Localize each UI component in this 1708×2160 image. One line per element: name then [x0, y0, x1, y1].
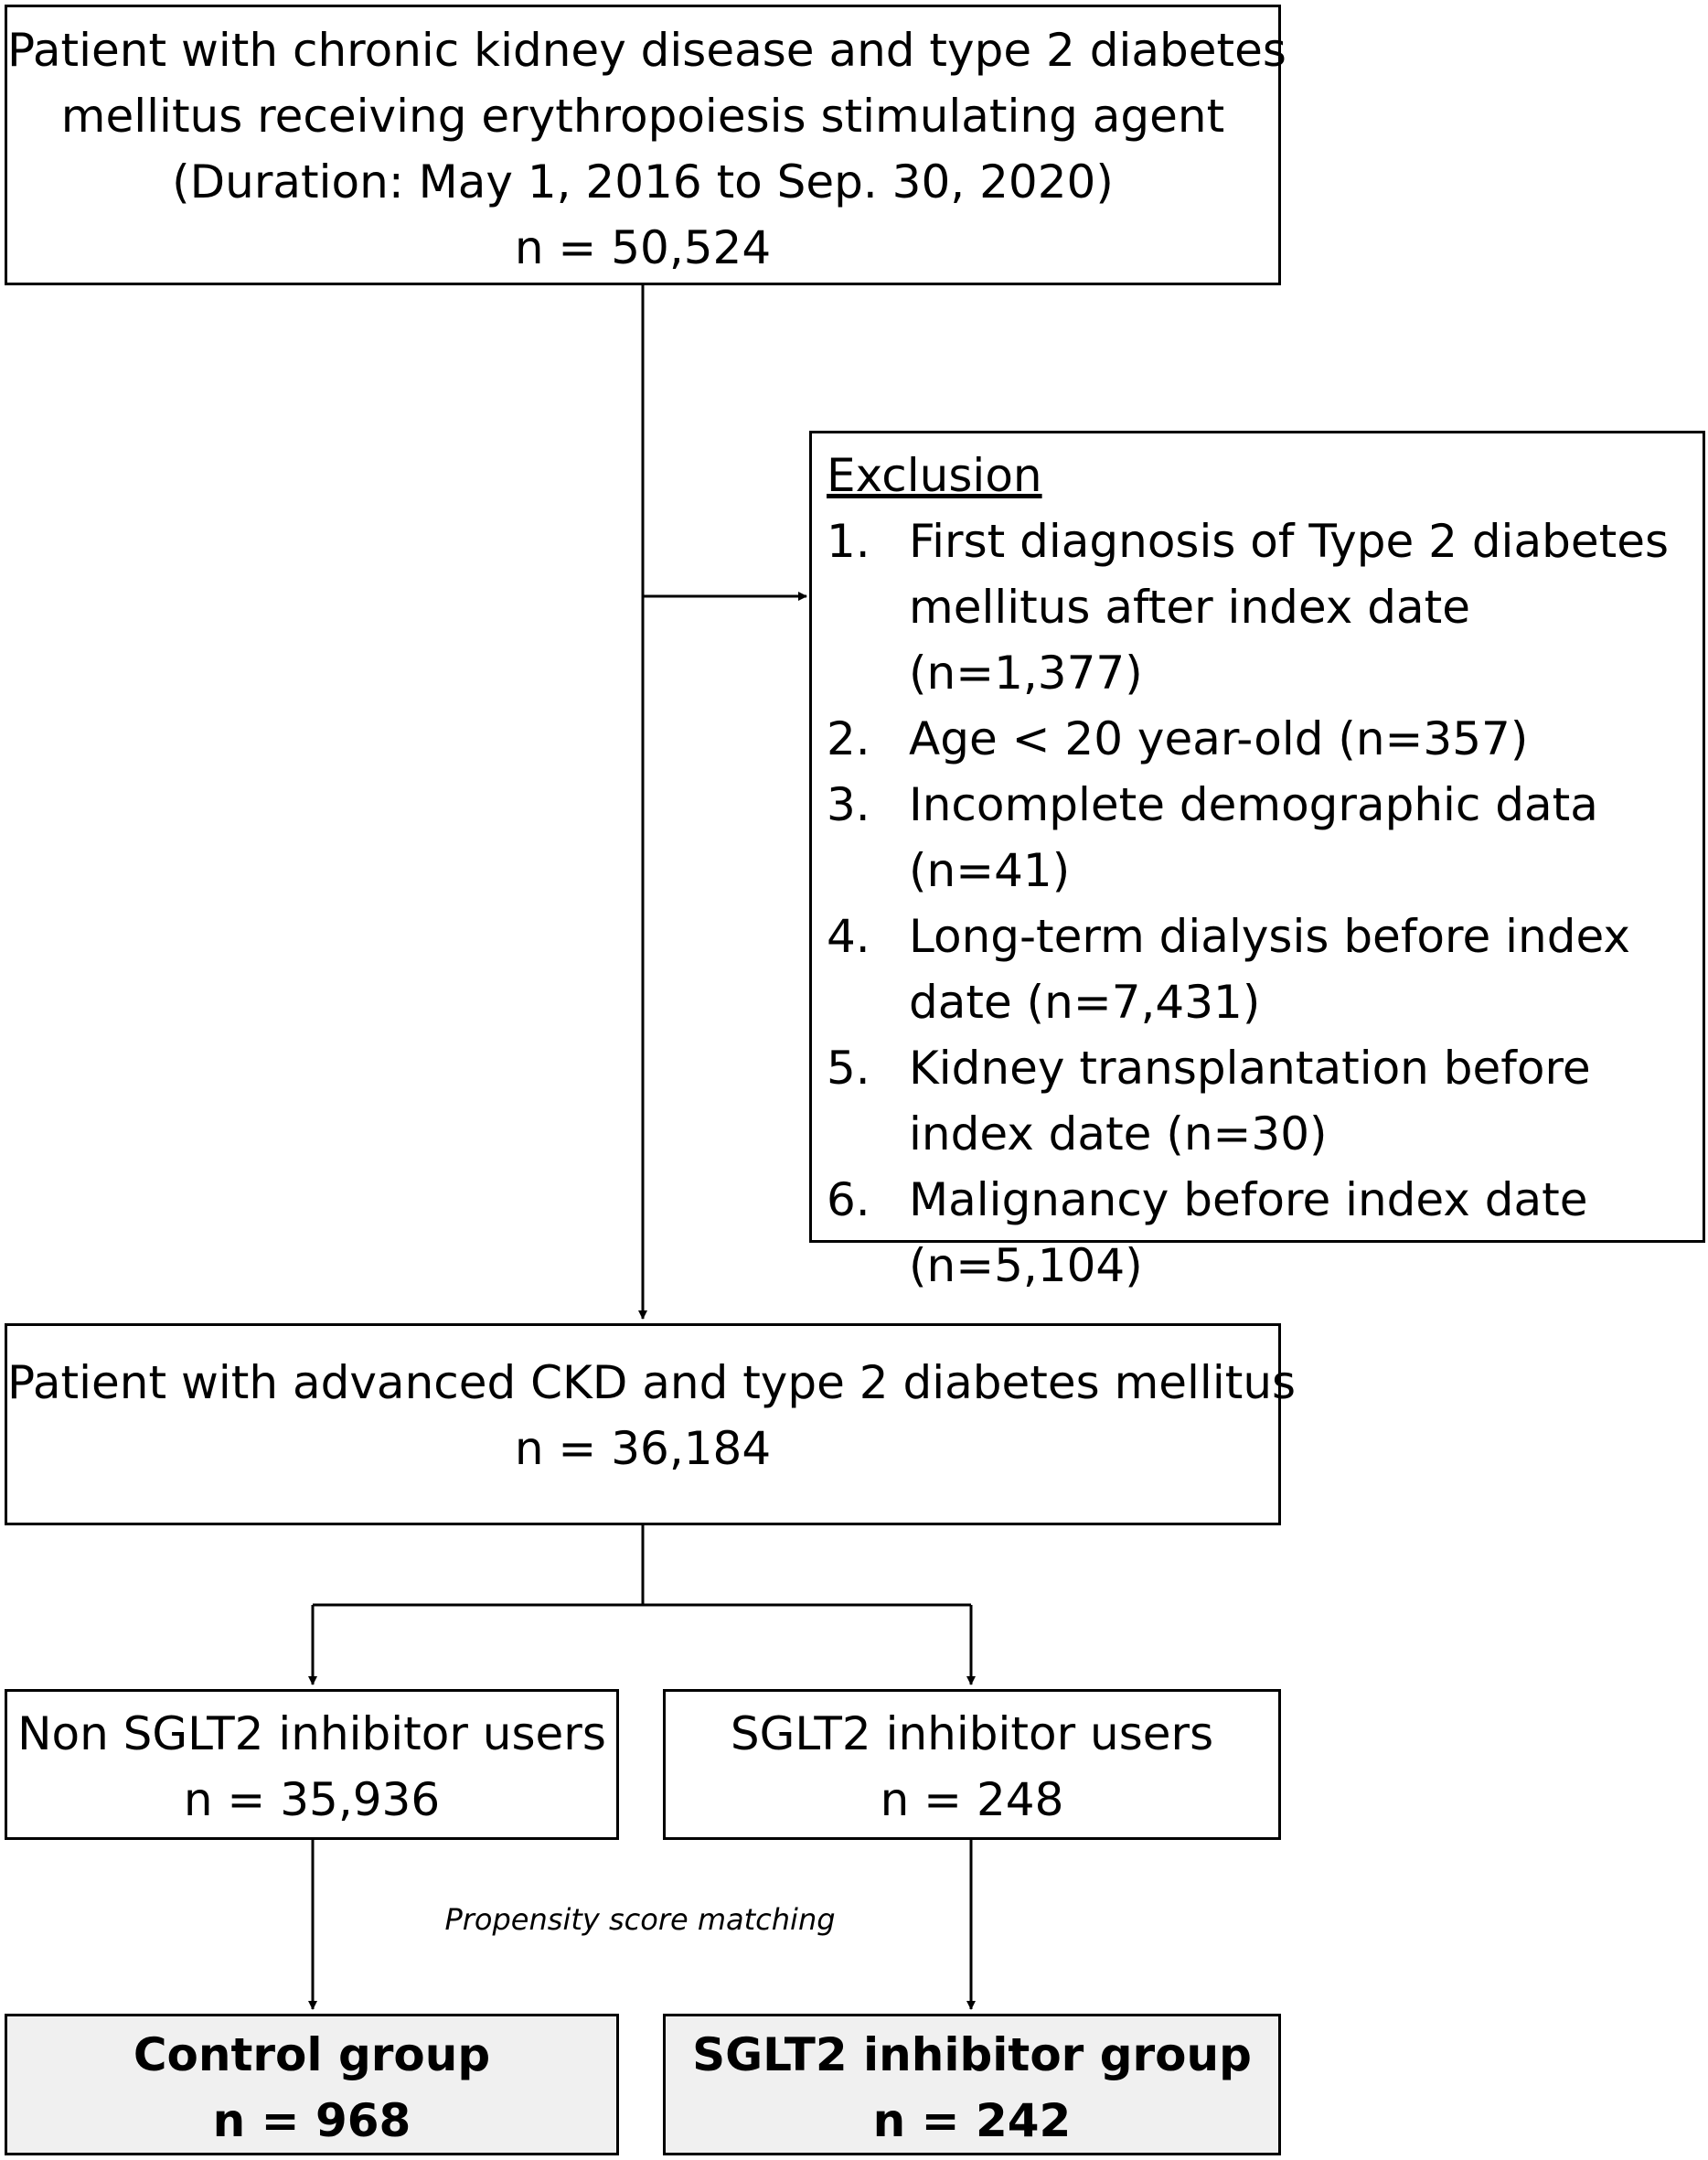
exclusion-item-number: 1.: [827, 515, 870, 568]
cohort-count: n = 50,524: [514, 221, 772, 274]
cohort-line-2: mellitus receiving erythropoiesis stimul…: [60, 90, 1225, 143]
exclusion-item-number: 6.: [827, 1173, 870, 1226]
advanced-ckd-count: n = 36,184: [514, 1422, 772, 1475]
exclusion-item-text: Malignancy before index date (n=5,104): [909, 1173, 1588, 1292]
exclusion-item: 5. Kidney transplantation before index d…: [827, 1035, 1690, 1167]
control-group-label: Control group: [133, 2028, 491, 2081]
cohort-line-3: (Duration: May 1, 2016 to Sep. 30, 2020): [172, 155, 1114, 209]
users-box: SGLT2 inhibitor users n = 248: [663, 1689, 1281, 1840]
sglt2-group-label: SGLT2 inhibitor group: [692, 2028, 1252, 2081]
exclusion-item: 6. Malignancy before index date (n=5,104…: [827, 1167, 1690, 1299]
exclusion-item-number: 5.: [827, 1042, 870, 1095]
advanced-ckd-box: Patient with advanced CKD and type 2 dia…: [5, 1323, 1297, 1525]
exclusion-item-text: Long-term dialysis before index date (n=…: [909, 910, 1630, 1029]
non-users-box: Non SGLT2 inhibitor users n = 35,936: [5, 1689, 619, 1840]
exclusion-item-text: Kidney transplantation before index date…: [909, 1042, 1591, 1160]
sglt2-group-box: SGLT2 inhibitor group n = 242: [663, 2014, 1281, 2155]
users-label: SGLT2 inhibitor users: [730, 1707, 1214, 1760]
users-count: n = 248: [880, 1773, 1064, 1826]
exclusion-item-text: Age < 20 year-old (n=357): [909, 712, 1529, 765]
non-users-label: Non SGLT2 inhibitor users: [17, 1707, 606, 1760]
exclusion-item: 2. Age < 20 year-old (n=357): [827, 706, 1690, 772]
exclusion-box: Exclusion 1. First diagnosis of Type 2 d…: [809, 431, 1705, 1292]
cohort-line-1: Patient with chronic kidney disease and …: [7, 24, 1286, 77]
exclusion-item: 3. Incomplete demographic data (n=41): [827, 772, 1690, 904]
exclusion-title: Exclusion: [827, 449, 1042, 502]
cohort-box: Patient with chronic kidney disease and …: [5, 5, 1286, 285]
exclusion-item: 1. First diagnosis of Type 2 diabetes me…: [827, 508, 1690, 706]
control-group-box: Control group n = 968: [5, 2014, 619, 2155]
exclusion-item-number: 2.: [827, 712, 870, 765]
exclusion-item-number: 4.: [827, 910, 870, 963]
exclusion-item-text: Incomplete demographic data (n=41): [909, 778, 1598, 897]
control-group-count: n = 968: [212, 2094, 411, 2147]
advanced-ckd-label: Patient with advanced CKD and type 2 dia…: [7, 1356, 1297, 1409]
exclusion-item-number: 3.: [827, 778, 870, 831]
sglt2-group-count: n = 242: [872, 2094, 1072, 2147]
exclusion-item: 4. Long-term dialysis before index date …: [827, 904, 1690, 1035]
matching-label: Propensity score matching: [444, 1902, 836, 1937]
non-users-count: n = 35,936: [183, 1773, 441, 1826]
exclusion-item-text: First diagnosis of Type 2 diabetes melli…: [909, 515, 1670, 700]
